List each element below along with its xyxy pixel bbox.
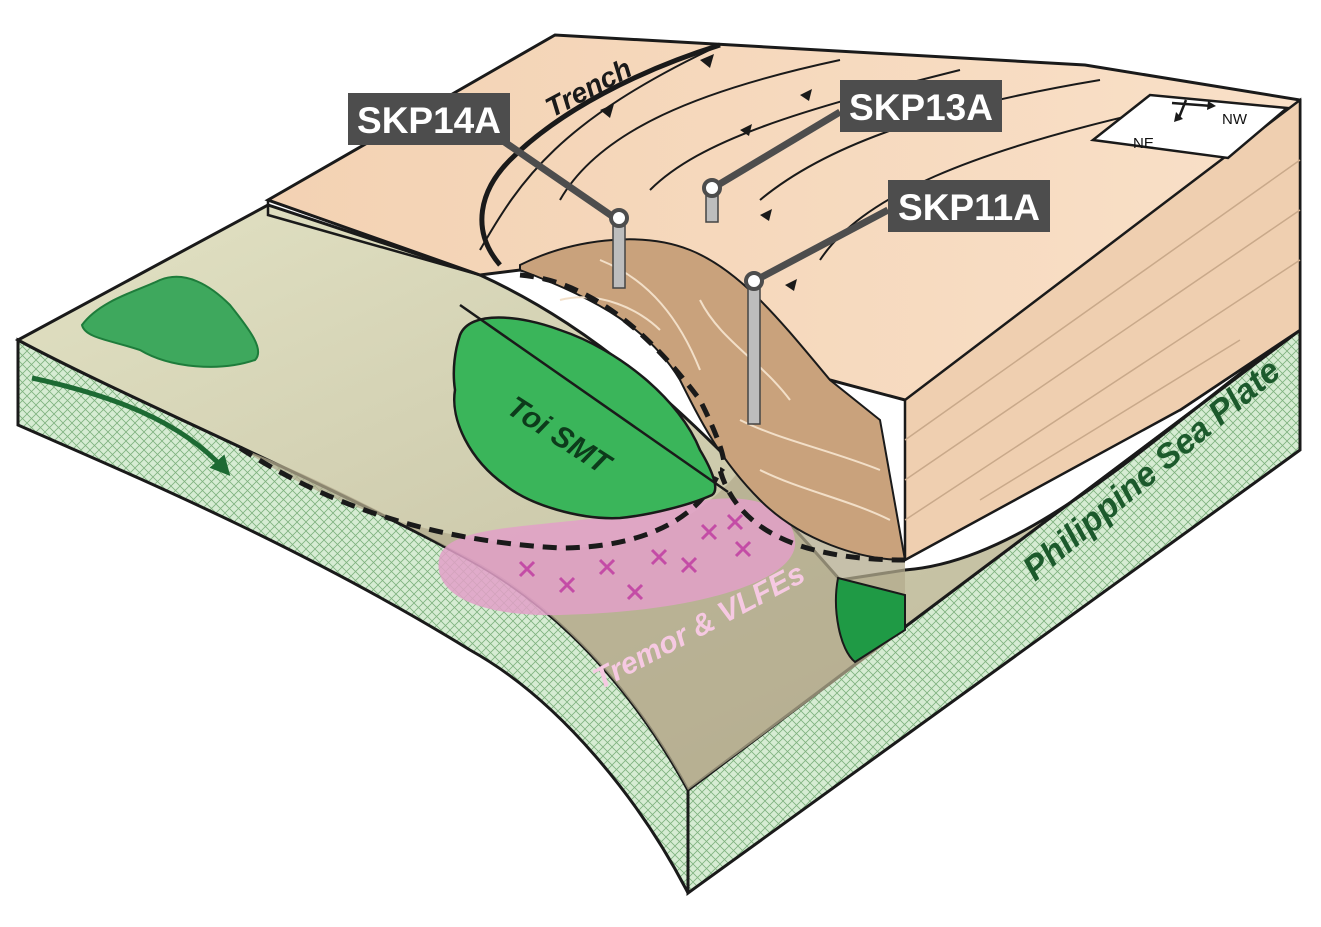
svg-text:SKP14A: SKP14A [357,100,501,141]
svg-text:SKP11A: SKP11A [898,187,1040,228]
thrust-barbs [600,54,812,291]
compass-box: NE NW [1089,93,1291,160]
canyon-ridges [559,259,891,521]
borehole-skp13a [702,108,842,223]
slope-canyon [519,238,907,562]
borehole-skp11a [744,206,890,425]
site-label-skp11a: SKP11A [888,180,1050,232]
prism-layers [904,159,1301,521]
svg-text:SKP13A: SKP13A [849,87,993,128]
toi-seamount [452,316,717,520]
seamount-cross-section [835,576,906,664]
prism-ridges [479,44,1201,261]
site-label-skp13a: SKP13A [840,80,1002,132]
decollement-line [238,445,906,563]
plate-motion-arrow [31,375,231,476]
tremor-markers [518,513,752,601]
compass-nw: NW [1222,111,1248,128]
borehole-skp14a [488,129,629,289]
prism-front-edge [266,200,481,277]
small-seamount [80,275,260,368]
prism-base-dashed [519,272,727,473]
site-label-skp14a: SKP14A [348,93,510,145]
compass-ne: NE [1133,135,1154,152]
toi-seamount-section-line [459,303,729,494]
